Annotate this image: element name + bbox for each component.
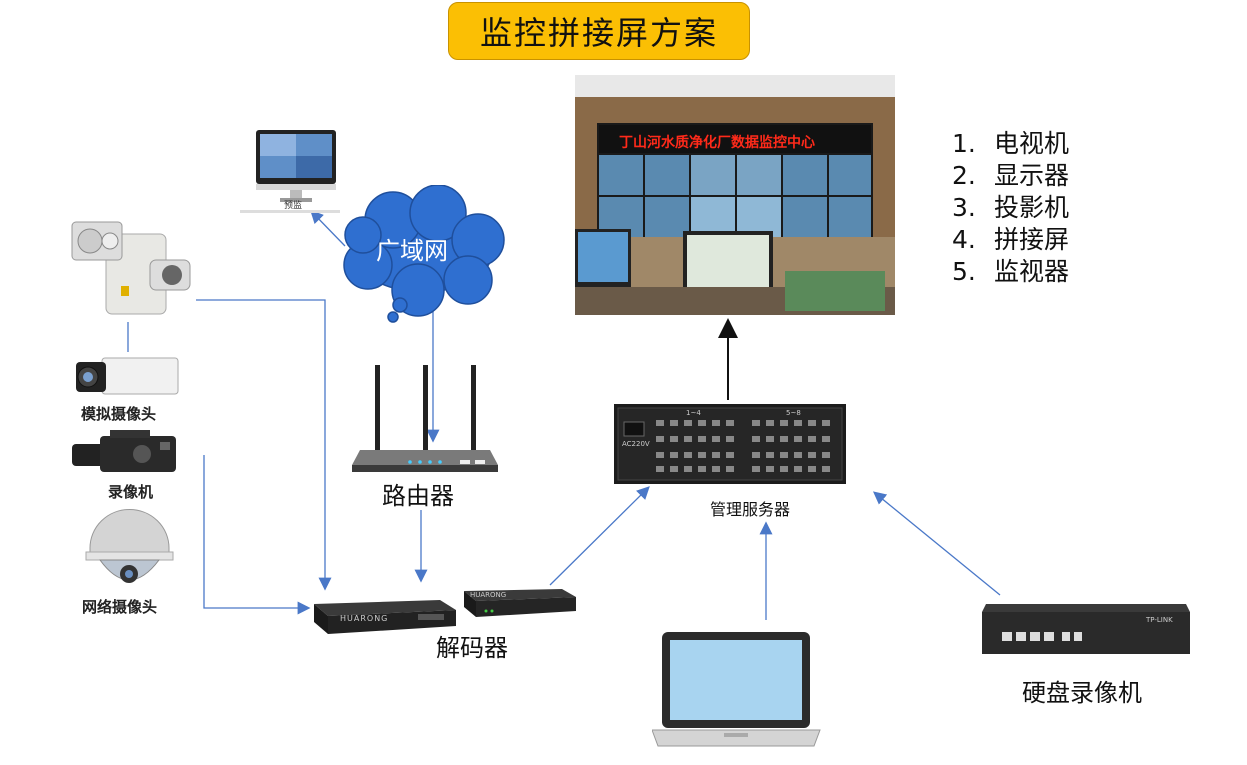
line-cameras-to-decoder	[203, 455, 311, 615]
camcorder	[70, 428, 180, 478]
list-item: 1.电视机	[952, 129, 1070, 158]
server-label: 管理服务器	[710, 500, 791, 519]
analog-camera-label: 模拟摄像头	[81, 405, 157, 423]
monitor-pc-label: 预监	[284, 201, 303, 211]
monitor-pc: 预监	[240, 128, 340, 216]
router-label: 路由器	[382, 482, 454, 510]
list-item: 3.投影机	[952, 193, 1070, 222]
line-ptz-to-decoder	[196, 299, 332, 591]
cloud-label: 广域网	[376, 237, 448, 265]
analog-camera	[72, 352, 182, 397]
decoder-large-icon	[314, 600, 456, 634]
list-item: 5.监视器	[952, 257, 1070, 286]
nvr-label: 硬盘录像机	[1022, 679, 1142, 707]
network-camera-label: 网络摄像头	[82, 598, 158, 616]
server-port-group-b: 5~8	[786, 409, 801, 417]
laptop-icon	[651, 632, 821, 747]
list-item: 2.显示器	[952, 161, 1070, 190]
line-decoder-to-server	[549, 486, 650, 586]
server-port-group-a: 1~4	[686, 409, 701, 417]
line-cloud-to-pc	[310, 210, 346, 247]
ptz-camera-icon	[71, 221, 191, 315]
management-server: AC220V 1~4 5~8	[614, 404, 846, 484]
monitor-pc-icon	[240, 130, 340, 213]
decoder-small: HUARONG	[462, 585, 578, 621]
device-list: 1.电视机 2.显示器 3.投影机 4.拼接屏 5.监视器	[952, 128, 1069, 288]
decoder-large: HUARONG	[310, 594, 458, 636]
router-icon	[352, 365, 498, 472]
control-room-image	[575, 75, 895, 315]
ptz-camera	[66, 216, 196, 316]
network-camera	[82, 508, 177, 593]
decoder-small-icon	[464, 589, 576, 617]
decoder-small-brand: HUARONG	[470, 591, 507, 599]
camcorder-label: 录像机	[108, 483, 154, 501]
nvr: TP-LINK	[980, 598, 1192, 658]
laptop	[651, 630, 822, 750]
decoder-label: 解码器	[436, 634, 508, 662]
dome-camera-icon	[85, 509, 174, 583]
router	[350, 365, 500, 475]
control-room-banner: 丁山河水质净化厂数据监控中心	[619, 135, 815, 151]
camcorder-icon	[72, 430, 176, 472]
nvr-icon	[982, 604, 1190, 654]
wan-cloud: 广域网	[338, 184, 508, 330]
server-power-label: AC220V	[622, 440, 650, 448]
diagram-title: 监控拼接屏方案	[448, 2, 750, 60]
line-nvr-to-server	[872, 491, 1001, 596]
control-room-photo: 丁山河水质净化厂数据监控中心	[575, 75, 895, 315]
nvr-brand: TP-LINK	[1146, 616, 1173, 624]
analog-camera-icon	[76, 357, 179, 395]
cloud-icon	[343, 184, 505, 323]
list-item: 4.拼接屏	[952, 225, 1070, 254]
server-icon	[614, 404, 846, 484]
decoder-large-brand: HUARONG	[340, 614, 389, 623]
